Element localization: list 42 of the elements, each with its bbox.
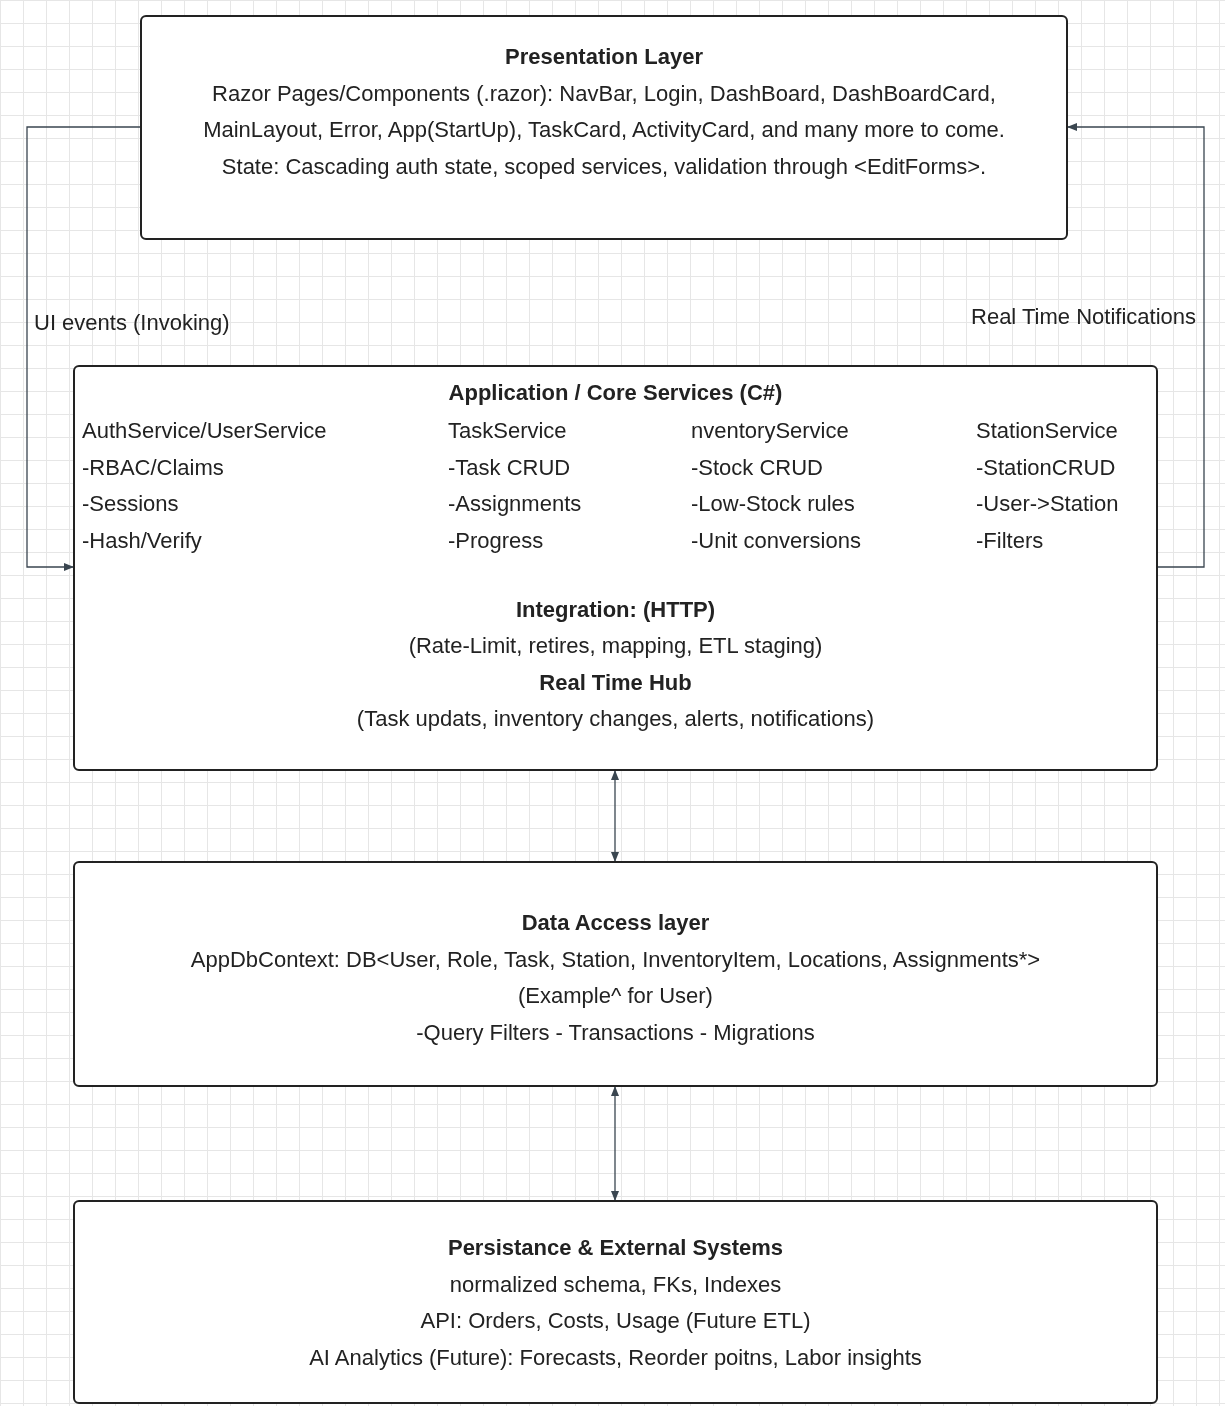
connector-arrow <box>26 126 141 571</box>
connector-arrow <box>611 1086 619 1201</box>
layer-description: Razor Pages/Components (.razor): NavBar, Login, DashBoard, DashBoardCard, MainLayout, Error, App(StartUp), TaskCard, ActivityCard, and many more to come. <box>202 79 1006 144</box>
layer-box <box>73 1200 1158 1404</box>
layer-box <box>73 365 1158 771</box>
layer-heading: Persistance & External Systems <box>446 1234 785 1262</box>
service-feature: -User->Station <box>976 490 1119 518</box>
service-name: StationService <box>976 417 1118 445</box>
layer-box <box>73 861 1158 1087</box>
connector-arrow <box>1067 123 1205 568</box>
layer-description: (Task updats, inventory changes, alerts, notifications) <box>355 705 876 733</box>
layer-description: (Example^ for User) <box>517 982 714 1010</box>
layer-description: AI Analytics (Future): Forecasts, Reorder poitns, Labor insights <box>308 1343 923 1372</box>
service-feature: -Hash/Verify <box>82 526 202 555</box>
layer-description: State: Cascading auth state, scoped services, validation through <EditForms>. <box>220 152 988 181</box>
service-name: AuthService/UserService <box>82 417 327 445</box>
layer-description: -Query Filters - Transactions - Migrations <box>415 1018 816 1047</box>
service-feature: -Unit conversions <box>691 526 861 555</box>
layer-heading: Presentation Layer <box>503 43 705 71</box>
layer-heading: Real Time Hub <box>538 668 693 697</box>
layer-heading: Data Access layer <box>520 909 711 937</box>
layer-description: AppDbContext: DB<User, Role, Task, Station, InventoryItem, Locations, Assignments*> <box>189 945 1042 974</box>
layer-description: API: Orders, Costs, Usage (Future ETL) <box>419 1307 812 1335</box>
service-feature: -Assignments <box>448 490 582 518</box>
edge-label: Real Time Notifications <box>971 304 1196 330</box>
service-feature: -Sessions <box>82 490 179 518</box>
service-name: nventoryService <box>691 417 849 445</box>
service-feature: -Stock CRUD <box>691 453 823 482</box>
service-feature: -Low-Stock rules <box>691 490 855 518</box>
layer-heading: Integration: (HTTP) <box>514 595 717 624</box>
layer-box <box>140 15 1068 240</box>
connector-arrow <box>611 770 619 862</box>
service-name: TaskService <box>448 417 567 445</box>
service-feature: -StationCRUD <box>976 453 1116 482</box>
layer-description: (Rate-Limit, retires, mapping, ETL staging) <box>407 632 824 660</box>
edge-label: UI events (Invoking) <box>34 310 230 336</box>
service-feature: -Progress <box>448 526 544 555</box>
service-feature: -RBAC/Claims <box>82 453 224 482</box>
layer-heading: Application / Core Services (C#) <box>447 379 784 407</box>
service-feature: -Filters <box>976 526 1044 555</box>
layer-description: normalized schema, FKs, Indexes <box>448 1270 783 1299</box>
service-feature: -Task CRUD <box>448 453 571 482</box>
